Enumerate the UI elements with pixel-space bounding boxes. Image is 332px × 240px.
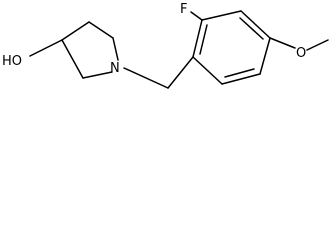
double-bond-ar5-ar6: [224, 68, 255, 78]
bond-n-ch2: [123, 67, 169, 89]
bond-ar2-f: [190, 11, 203, 21]
fluorine-label: F: [180, 2, 187, 17]
bond-c2-c3: [61, 39, 84, 79]
bond-c4-c5: [88, 21, 114, 39]
double-bond-ar1-ar2: [199, 24, 208, 55]
bond-ar6-ar1: [192, 56, 223, 85]
methoxy-oxygen-label: O: [296, 46, 306, 61]
hydroxyl-label: HO: [2, 54, 22, 69]
bond-ar4-o: [269, 37, 296, 49]
double-bond-ar3-ar4: [239, 17, 264, 40]
bond-o-methyl: [306, 39, 329, 51]
bond-ar5-ar6: [221, 73, 261, 85]
bond-ch2-ring: [167, 56, 194, 89]
molecule-svg: HO N F O: [2, 2, 329, 89]
bond-ar3-ar4: [240, 10, 271, 39]
bond-ar1-ar2: [192, 19, 203, 58]
pyrrolidine-ring: [61, 21, 119, 79]
nitrogen-label: N: [110, 61, 120, 76]
bond-c3-oh: [29, 39, 63, 57]
structure-diagram: HO N F O: [0, 0, 332, 96]
benzene-ring: [192, 10, 271, 85]
bond-c5-n: [112, 37, 119, 61]
bond-ar2-ar3: [201, 10, 242, 21]
bond-c3-c4: [61, 21, 90, 41]
bond-ar4-ar5: [259, 37, 271, 75]
bond-n-c2: [82, 71, 113, 79]
